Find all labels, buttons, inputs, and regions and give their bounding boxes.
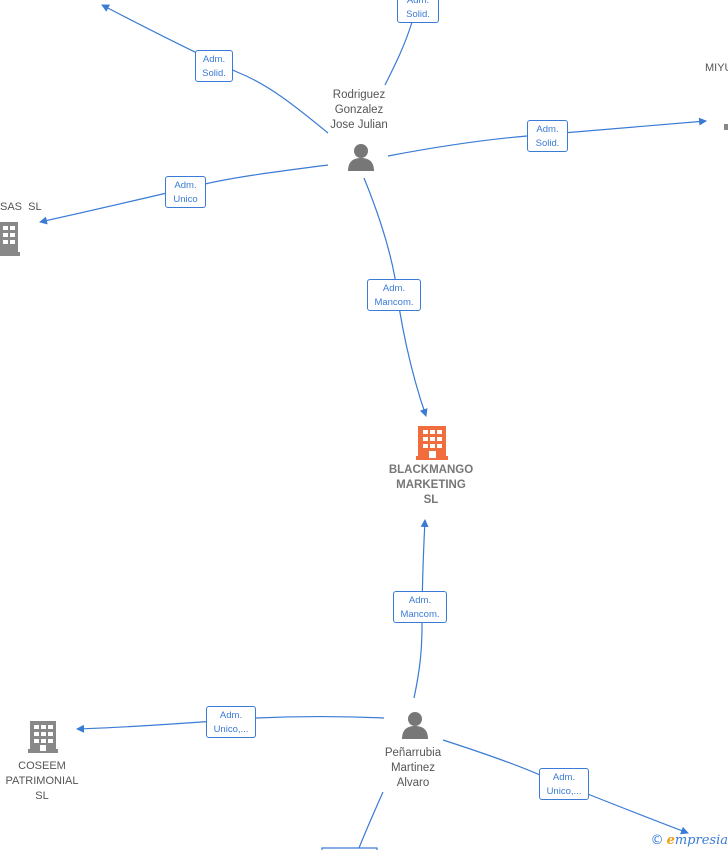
person-icon[interactable] (400, 711, 430, 739)
copyright-symbol: © (650, 833, 664, 848)
edge-label-line: Adm. (382, 283, 406, 294)
company-sas-label[interactable]: SAS SL (0, 201, 42, 213)
edge-label-line: Solid. (535, 138, 560, 149)
edge-label-line: Solid. (202, 68, 226, 79)
edge-label-right: Adm. Solid. (527, 120, 568, 152)
edge-label-line: Unico,... (546, 786, 582, 797)
company-coseem-label[interactable]: COSEEM PATRIMONIAL SL (5, 760, 79, 802)
edge-penarrubia-bottom (358, 791, 384, 849)
edge-label-line: Adm. (536, 124, 559, 135)
edge-label-top-left: Adm. Solid. (195, 50, 233, 82)
company-miyu-label[interactable]: MIYU (705, 62, 728, 74)
company-blackmango-label[interactable]: BLACKMANGO MARKETING SL (388, 464, 474, 506)
building-icon[interactable] (0, 220, 20, 256)
edge-label-rodriguez-main: Adm. Mancom. (367, 279, 421, 311)
edge-bottom-partial-box (321, 847, 378, 850)
edge-label-top: Adm. Solid. (397, 0, 439, 23)
edge-label-line: Adm. (174, 180, 197, 191)
edge-label-line: Adm. (552, 772, 576, 783)
brand-watermark: ©empresia (651, 833, 728, 848)
edge-label-line: Mancom. (400, 609, 440, 620)
brand-name: mpresia (674, 833, 728, 848)
edge-rodriguez-main (363, 177, 428, 417)
edge-label-line: Mancom. (374, 297, 414, 308)
edge-label-left: Adm. Unico (165, 176, 206, 208)
edge-label-penarrubia-main: Adm. Mancom. (393, 591, 447, 623)
edge-label-line: Adm. (202, 54, 226, 65)
edge-label-line: Adm. (219, 710, 243, 721)
building-icon[interactable] (416, 424, 448, 460)
edge-label-coseem: Adm. Unico,... (206, 706, 256, 738)
edge-penarrubia-main (413, 519, 429, 699)
edge-label-line: Unico (173, 194, 198, 205)
person-penarrubia-label[interactable]: Peñarrubia Martinez Alvaro (384, 747, 442, 789)
brand-e-letter: e (666, 833, 675, 848)
person-icon[interactable] (346, 143, 376, 171)
edge-label-line: Unico,... (213, 724, 249, 735)
edge-label-line: Adm. (408, 595, 432, 606)
edge-label-line: Solid. (406, 9, 430, 20)
partial-icon (724, 124, 728, 130)
building-icon[interactable] (28, 719, 58, 753)
edge-label-line: Adm. (406, 0, 430, 6)
person-rodriguez-label[interactable]: Rodriguez Gonzalez Jose Julian (330, 89, 388, 131)
edge-rodriguez-top (384, 21, 413, 86)
edge-rodriguez-top-left (101, 4, 329, 134)
edge-label-bottom-right: Adm. Unico,... (539, 768, 589, 800)
